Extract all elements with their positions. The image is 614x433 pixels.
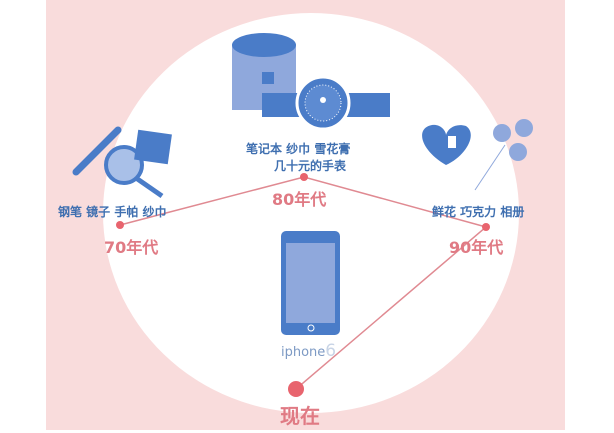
cream-jar-icon: [232, 33, 296, 110]
items-80s-line2: 几十元的手表: [274, 159, 347, 173]
pen-icon: [72, 126, 122, 176]
dot-now: [288, 381, 304, 397]
items-70s: 钢笔 镜子 手帕 纱巾: [58, 205, 167, 219]
items-90s: 鲜花 巧克力 相册: [432, 205, 525, 219]
center-circle: [103, 13, 519, 413]
watch-icon: [262, 75, 390, 131]
dot-70s: [116, 221, 124, 229]
iphone-text: iphone: [281, 345, 326, 360]
dot-80s: [300, 173, 308, 181]
items-80s-line1: 笔记本 纱巾 雪花膏: [246, 142, 351, 156]
era-80s: 80年代: [272, 190, 327, 209]
notebook-icon: [134, 129, 172, 165]
flowers-icon: [474, 119, 533, 191]
timeline-line: [119, 176, 488, 390]
items-now: iphone6: [281, 341, 336, 361]
era-70s: 70年代: [104, 238, 159, 257]
mirror-icon: [104, 145, 164, 199]
iphone-model: 6: [325, 341, 337, 361]
era-90s: 90年代: [449, 238, 504, 257]
dot-90s: [482, 223, 490, 231]
heart-chocolate-icon: [422, 124, 471, 165]
era-now: 现在: [280, 404, 320, 428]
phone-icon: [281, 231, 340, 335]
